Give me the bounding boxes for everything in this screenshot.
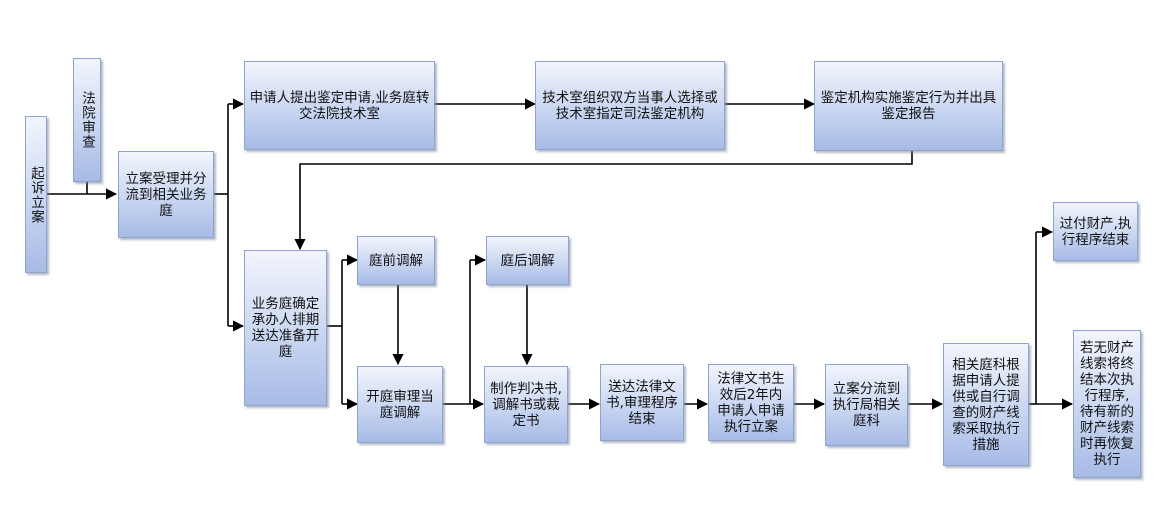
node-wu-caichan-label: 若无财产线索将终结本次执行程序,待有新的财产线索时再恢复执行	[1080, 340, 1134, 468]
node-wu-caichan: 若无财产线索将终结本次执行程序,待有新的财产线索时再恢复执行	[1073, 330, 1141, 478]
node-songda-wenshu-label: 送达法律文书,审理程序结束	[606, 378, 678, 427]
node-falv-wenshu-shengxiao-label: 法律文书生效后2年内申请人申请执行立案	[717, 370, 785, 435]
node-yewuting: 业务庭确定承办人排期送达准备开庭	[244, 250, 327, 406]
connector-jianding-yewu	[294, 151, 913, 251]
node-fayuan-shencha-label: 法院审查	[79, 91, 95, 149]
node-lian-zhixing-label: 立案分流到执行局相关庭科	[832, 381, 901, 429]
node-fayuan-shencha: 法院审查	[73, 58, 101, 182]
node-jianding-jigou: 鉴定机构实施鉴定行为并出具鉴定报告	[814, 61, 1003, 151]
node-lian-zhixing: 立案分流到执行局相关庭科	[825, 364, 908, 446]
node-kaiting-shenli-label: 开庭审理当庭调解	[366, 388, 434, 421]
node-tinghou-tiaojie: 庭后调解	[486, 236, 569, 285]
node-zhizuo-panjueshu-label: 制作判决书,调解书或裁定书	[490, 380, 562, 429]
node-jishushi-label: 技术室组织双方当事人选择或技术室指定司法鉴定机构	[542, 89, 718, 122]
node-xiangguan-tingke-label: 相关庭科根据申请人提供或自行调查的财产线索采取执行措施	[952, 356, 1020, 453]
node-jishushi: 技术室组织双方当事人选择或技术室指定司法鉴定机构	[535, 61, 725, 150]
node-guofu-caichan-label: 过付财产,执行程序结束	[1059, 215, 1132, 248]
node-tingqian-tiaojie: 庭前调解	[357, 236, 435, 285]
node-kaiting-shenli: 开庭审理当庭调解	[357, 366, 443, 443]
node-tinghou-tiaojie-label: 庭后调解	[500, 252, 555, 269]
node-shenqing-jianding-label: 申请人提出鉴定申请,业务庭转交法院技术室	[249, 89, 430, 122]
node-qisu-lian-label: 起诉立案	[28, 165, 44, 224]
node-zhizuo-panjueshu: 制作判决书,调解书或裁定书	[484, 366, 568, 443]
node-jianding-jigou-label: 鉴定机构实施鉴定行为并出具鉴定报告	[820, 90, 997, 122]
node-tingqian-tiaojie-label: 庭前调解	[369, 252, 423, 269]
node-falv-wenshu-shengxiao: 法律文书生效后2年内申请人申请执行立案	[708, 364, 794, 441]
node-shenqing-jianding: 申请人提出鉴定申请,业务庭转交法院技术室	[244, 61, 435, 150]
node-xiangguan-tingke: 相关庭科根据申请人提供或自行调查的财产线索采取执行措施	[943, 343, 1029, 466]
node-yewuting-label: 业务庭确定承办人排期送达准备开庭	[251, 296, 320, 360]
node-songda-wenshu: 送达法律文书,审理程序结束	[600, 364, 684, 441]
node-lian-shouli-label: 立案受理并分流到相关业务庭	[125, 170, 207, 219]
node-guofu-caichan: 过付财产,执行程序结束	[1053, 202, 1138, 261]
node-qisu-lian: 起诉立案	[25, 116, 47, 273]
node-lian-shouli: 立案受理并分流到相关业务庭	[118, 151, 214, 238]
